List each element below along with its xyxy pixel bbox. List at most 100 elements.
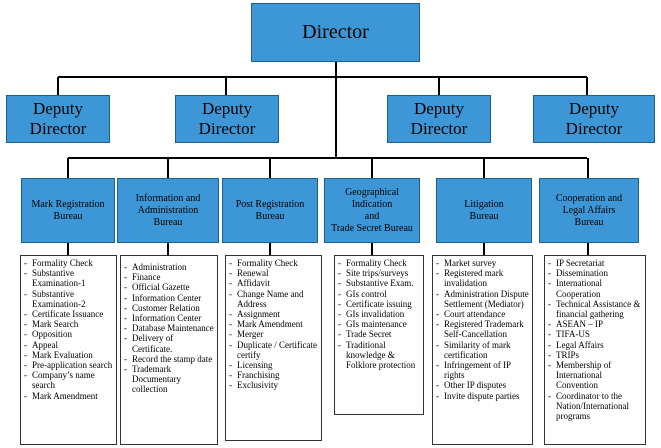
duty-item: Substantive Examination-1	[23, 268, 114, 288]
duty-item: Information Center	[123, 293, 215, 303]
bureau-title-line: Bureau	[153, 216, 183, 228]
duty-item: Pre-application search	[23, 360, 114, 370]
bureau-title-line: Geographical	[345, 186, 399, 198]
deputy-line2: Director	[198, 119, 256, 138]
bureau-list-litigation: Market surveyRegistered mark invalidatio…	[432, 255, 533, 445]
duty-item: Company’s name search	[23, 370, 114, 390]
duty-item: Record the stamp date	[123, 354, 215, 364]
duty-item: Invite dispute parties	[435, 391, 530, 401]
bureau-list-information-administration: AdministrationFinanceOfficial GazetteInf…	[120, 255, 218, 445]
duty-item: International Cooperation	[547, 278, 643, 298]
duty-item: Substantive Exam.	[337, 278, 421, 288]
duty-item: Trade Secret	[337, 329, 421, 339]
duty-item: Merger	[228, 329, 319, 339]
duty-item: Market survey	[435, 258, 530, 268]
duty-item: Dissemination	[547, 268, 643, 278]
bureau-title-line: Indication	[351, 198, 393, 210]
duty-item: Mark Evaluation	[23, 350, 114, 360]
duty-item: TRIPs	[547, 350, 643, 360]
deputy-line1: Deputy	[201, 99, 253, 118]
duty-list: IP SecretariatDisseminationInternational…	[547, 258, 643, 421]
bureau-title-line: Information and	[135, 192, 201, 204]
duty-item: Formality Check	[228, 258, 319, 268]
duty-list: Formality CheckSite trips/surveysSubstan…	[337, 258, 421, 370]
bureau-box-litigation: Litigation Bureau	[436, 178, 532, 243]
deputy-line1: Deputy	[32, 99, 84, 118]
bureau-title-line: and	[364, 210, 380, 222]
bureau-title-line: Cooperation and	[555, 192, 623, 204]
bureau-list-post-registration: Formality CheckRenewalAffidavitChange Na…	[225, 255, 322, 441]
duty-item: Membership of International Convention	[547, 360, 643, 391]
deputy-line2: Director	[565, 119, 623, 138]
duty-item: Site trips/surveys	[337, 268, 421, 278]
duty-item: Substantive Examination-2	[23, 289, 114, 309]
duty-item: Registered mark invalidation	[435, 268, 530, 288]
bureau-list-cooperation-legal: IP SecretariatDisseminationInternational…	[544, 255, 646, 445]
bureau-title-line: Bureau	[53, 210, 83, 222]
duty-item: Appeal	[23, 340, 114, 350]
bureau-box-geographical-indication: Geographical Indication and Trade Secret…	[324, 178, 420, 243]
duty-item: Other IP disputes	[435, 380, 530, 390]
bureau-list-mark-registration: Formality CheckSubstantive Examination-1…	[20, 255, 117, 445]
duty-item: Formality Check	[23, 258, 114, 268]
duty-item: Exclusivity	[228, 380, 319, 390]
duty-list: Formality CheckRenewalAffidavitChange Na…	[228, 258, 319, 391]
director-box: Director	[251, 3, 420, 62]
duty-item: Infringement of IP rights	[435, 360, 530, 380]
duty-item: Database Maintenance	[123, 323, 215, 333]
duty-item: Franchising	[228, 370, 319, 380]
bureau-title-line: Bureau	[255, 210, 285, 222]
duty-item: Affidavit	[228, 278, 319, 288]
director-label: Director	[302, 21, 369, 43]
duty-item: Finance	[123, 272, 215, 282]
duty-item: GIs invalidation	[337, 309, 421, 319]
bureau-title-line: Legal Affairs	[562, 204, 616, 216]
bureau-title-line: Litigation	[464, 198, 504, 210]
duty-item: ASEAN – IP	[547, 319, 643, 329]
duty-item: GIs control	[337, 289, 421, 299]
duty-item: Registered Trademark Self-Cancellation	[435, 319, 530, 339]
duty-item: Duplicate / Certificate certify	[228, 340, 319, 360]
duty-item: IP Secretariat	[547, 258, 643, 268]
duty-item: Coordinator to the Nation/International …	[547, 391, 643, 422]
duty-item: Administration Dispute Settlement (Media…	[435, 289, 530, 309]
deputy-director-box-1: Deputy Director	[6, 95, 110, 143]
bureau-title-line: Trade Secret Bureau	[331, 222, 413, 234]
duty-item: Official Gazette	[123, 282, 215, 292]
duty-item: Certificate Issuance	[23, 309, 114, 319]
deputy-line1: Deputy	[413, 99, 465, 118]
bureau-title-line: Mark Registration	[31, 198, 105, 210]
duty-item: Administration	[123, 262, 215, 272]
duty-item: Renewal	[228, 268, 319, 278]
duty-list: Market surveyRegistered mark invalidatio…	[435, 258, 530, 401]
duty-item: Licensing	[228, 360, 319, 370]
deputy-director-box-2: Deputy Director	[175, 95, 279, 143]
duty-item: Assignment	[228, 309, 319, 319]
duty-list: AdministrationFinanceOfficial GazetteInf…	[123, 262, 215, 395]
bureau-title-line: Administration	[137, 204, 199, 216]
duty-item: Change Name and Address	[228, 289, 319, 309]
bureau-title-line: Bureau	[469, 210, 499, 222]
duty-item: TIFA-US	[547, 329, 643, 339]
bureau-title-line: Bureau	[574, 216, 604, 228]
duty-item: Mark Search	[23, 319, 114, 329]
deputy-director-box-3: Deputy Director	[387, 95, 491, 143]
duty-item: Court attendance	[435, 309, 530, 319]
duty-item: Mark Amendment	[228, 319, 319, 329]
bureau-box-information-administration: Information and Administration Bureau	[117, 178, 219, 243]
duty-item: Mark Amendment	[23, 391, 114, 401]
duty-list: Formality CheckSubstantive Examination-1…	[23, 258, 114, 401]
duty-item: Customer Relation	[123, 303, 215, 313]
duty-item: Delivery of Certificate.	[123, 333, 215, 353]
deputy-line1: Deputy	[568, 99, 620, 118]
duty-item: Information Center	[123, 313, 215, 323]
bureau-list-geographical-indication: Formality CheckSite trips/surveysSubstan…	[334, 255, 424, 415]
duty-item: Legal Affairs	[547, 340, 643, 350]
duty-item: GIs maintenance	[337, 319, 421, 329]
duty-item: Trademark Documentary collection	[123, 364, 215, 395]
bureau-box-mark-registration: Mark Registration Bureau	[21, 178, 115, 243]
duty-item: Traditional knowledge & Folklore protect…	[337, 340, 421, 371]
duty-item: Opposition	[23, 329, 114, 339]
